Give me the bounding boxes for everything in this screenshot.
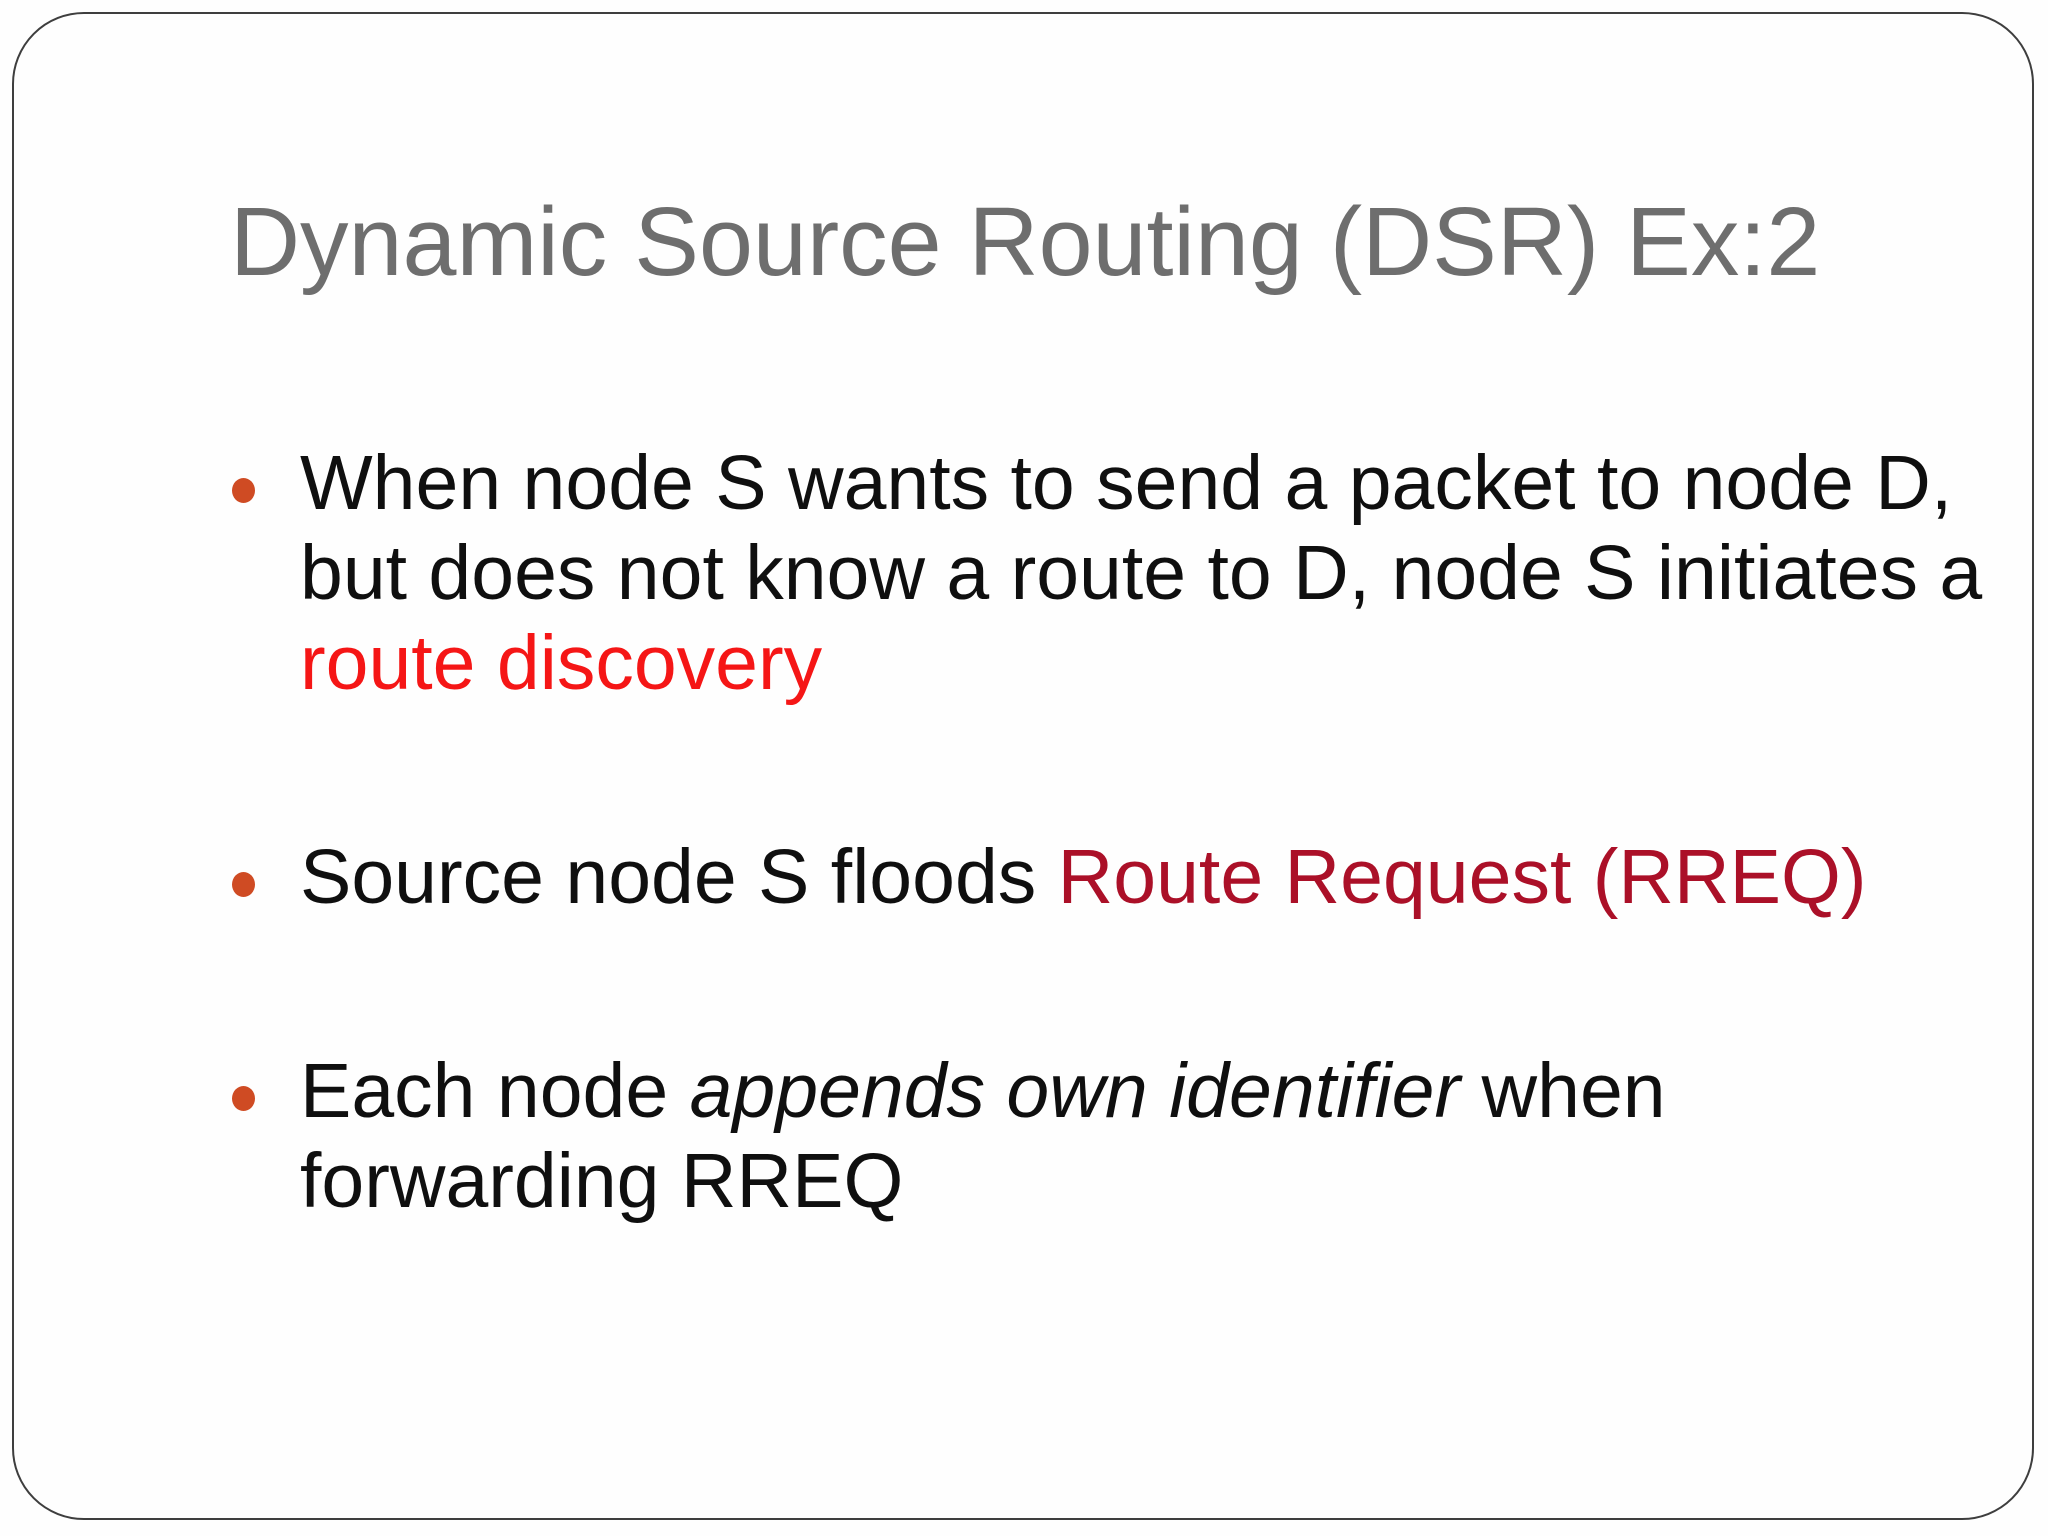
highlight-route-discovery: route discovery [300, 620, 823, 706]
bullet-2-text: Source node S floods Route Request (RREQ… [300, 834, 1866, 920]
highlight-route-request: Route Request (RREQ) [1057, 834, 1867, 920]
slide-border-frame [12, 12, 2034, 1520]
bullet-3-segment-tail: when forwarding RREQ [300, 1048, 1666, 1224]
bullet-1-text: When node S wants to send a packet to no… [300, 440, 1982, 706]
bullet-list: When node S wants to send a packet to no… [230, 438, 1990, 1350]
bullet-3-text: Each node appends own identifier when fo… [300, 1048, 1666, 1224]
bullet-2-segment-main: Source node S floods [300, 834, 1058, 920]
bullet-icon [232, 1086, 255, 1111]
bullet-item-1: When node S wants to send a packet to no… [230, 438, 1990, 708]
bullet-icon [232, 478, 255, 503]
bullet-1-segment-main: When node S wants to send a packet to no… [300, 440, 1983, 616]
bullet-icon [232, 872, 255, 897]
slide-title: Dynamic Source Routing (DSR) Ex:2 [230, 187, 1821, 296]
bullet-3-segment-main: Each node [300, 1048, 690, 1134]
bullet-item-3: Each node appends own identifier when fo… [230, 1046, 1990, 1226]
emphasis-appends-own-identifier: appends own identifier [689, 1048, 1461, 1134]
bullet-item-2: Source node S floods Route Request (RREQ… [230, 832, 1990, 922]
